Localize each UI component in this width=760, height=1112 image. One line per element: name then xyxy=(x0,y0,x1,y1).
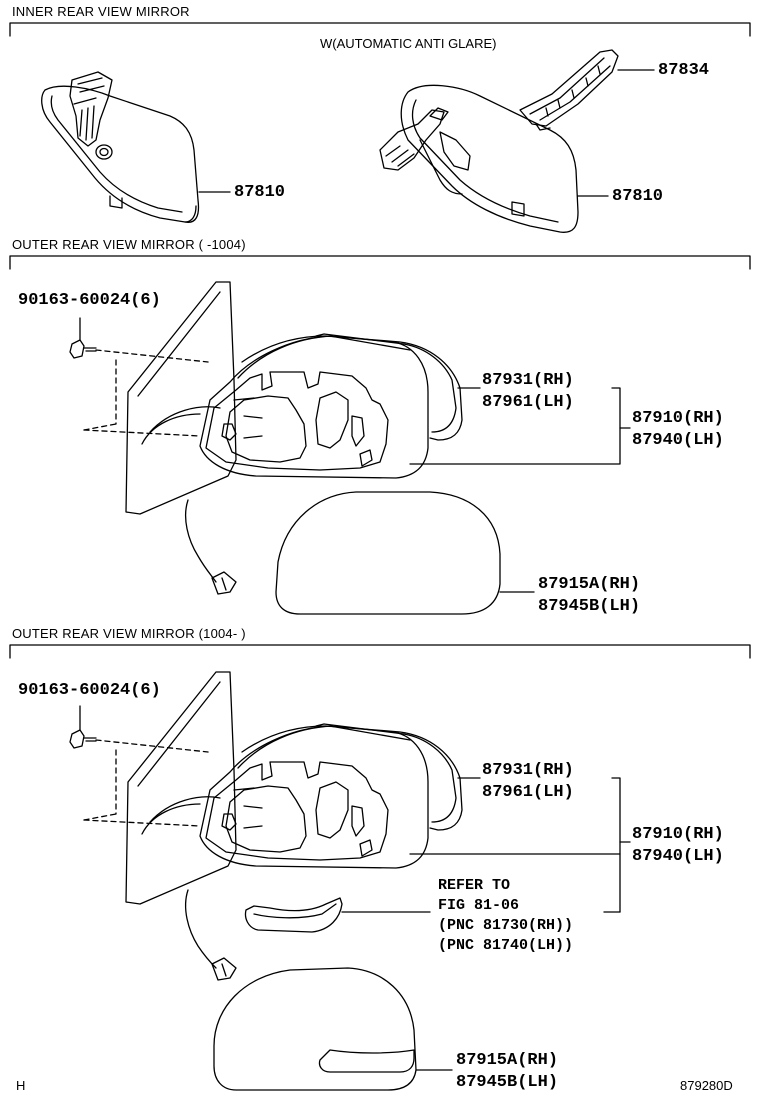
label-glass-lh-early: 87945B(LH) xyxy=(538,597,641,616)
section-frame-outer-early xyxy=(10,256,750,269)
outer-early-cover xyxy=(238,334,462,440)
label-refer-pnc-rh: (PNC 81730(RH)) xyxy=(438,917,574,934)
footer-left-mark: H xyxy=(16,1078,26,1093)
label-refer-pnc-lh: (PNC 81740(LH)) xyxy=(438,937,574,954)
wiring-cover-87834 xyxy=(520,50,618,130)
label-assy-rh-late: 87910(RH) xyxy=(632,825,724,844)
outer-early-leaders xyxy=(410,388,630,592)
label-bolt-late: 90163-60024(6) xyxy=(18,681,161,700)
figure-id: 879280D xyxy=(680,1078,733,1093)
label-assy-lh-late: 87940(LH) xyxy=(632,847,724,866)
label-glass-rh-early: 87915A(RH) xyxy=(538,575,641,594)
outer-early-guides xyxy=(84,350,208,436)
section-frame-inner xyxy=(10,23,750,36)
label-bolt-early: 90163-60024(6) xyxy=(18,291,161,310)
outer-late-cable xyxy=(186,890,236,980)
outer-early-housing xyxy=(200,336,428,478)
section-title-outer-early: OUTER REAR VIEW MIRROR ( -1004) xyxy=(12,237,246,252)
outer-early-cable xyxy=(186,500,236,594)
outer-early-glass xyxy=(276,492,500,614)
section-title-inner: INNER REAR VIEW MIRROR xyxy=(12,4,190,19)
outer-late-turn-signal xyxy=(246,898,343,932)
section-title-outer-late: OUTER REAR VIEW MIRROR (1004- ) xyxy=(12,626,246,641)
label-assy-lh-early: 87940(LH) xyxy=(632,431,724,450)
outer-late-bolt xyxy=(70,730,96,748)
outer-late-glass-cover xyxy=(214,968,416,1090)
inner-mirror-auto xyxy=(380,85,578,232)
outer-late-base xyxy=(126,672,236,904)
label-87810-std: 87810 xyxy=(234,183,286,202)
outer-early-base xyxy=(126,282,236,514)
variant-label-auto-anti-glare: W(AUTOMATIC ANTI GLARE) xyxy=(320,36,497,51)
label-glass-rh-late: 87915A(RH) xyxy=(456,1051,559,1070)
label-glass-lh-late: 87945B(LH) xyxy=(456,1073,559,1092)
label-refer-to: REFER TO xyxy=(438,877,511,894)
label-cover-rh-early: 87931(RH) xyxy=(482,371,574,390)
outer-late-leaders xyxy=(410,778,630,1070)
label-refer-fig: FIG 81-06 xyxy=(438,897,520,914)
section-frame-outer-late xyxy=(10,645,750,658)
inner-mirror-standard xyxy=(42,72,199,222)
outer-late-guides xyxy=(84,740,208,826)
label-87810-auto: 87810 xyxy=(612,187,664,206)
label-cover-lh-late: 87961(LH) xyxy=(482,783,574,802)
label-87834: 87834 xyxy=(658,61,710,80)
label-cover-rh-late: 87931(RH) xyxy=(482,761,574,780)
outer-early-bolt xyxy=(70,340,96,358)
label-cover-lh-early: 87961(LH) xyxy=(482,393,574,412)
label-assy-rh-early: 87910(RH) xyxy=(632,409,724,428)
outer-late-cover xyxy=(238,724,462,830)
